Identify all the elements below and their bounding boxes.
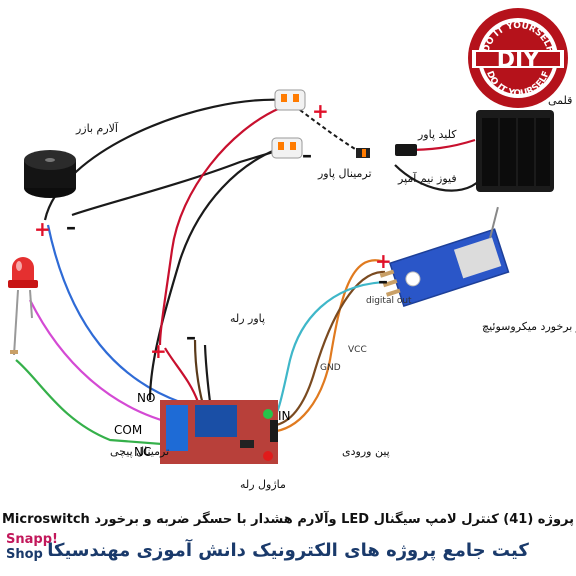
label-relay-module: ماژول رله xyxy=(240,478,286,491)
buzzer xyxy=(24,150,76,198)
battery-holder xyxy=(476,110,554,192)
wire-twisted-fuse xyxy=(299,109,361,153)
microswitch-module xyxy=(379,206,510,307)
sign-minus-sensor: – xyxy=(378,269,388,293)
label-fuse: فیوز نیم آمپر xyxy=(397,171,457,185)
relay-module xyxy=(160,400,278,464)
snapp-shop-logo: Snapp! Shop xyxy=(6,532,58,562)
label-power-terminal: ترمینال پاور xyxy=(317,167,372,180)
sign-plus-relay: + xyxy=(150,339,167,363)
label-digital-out: digital out xyxy=(366,296,412,306)
label-power-key: کلید پاور xyxy=(417,128,457,141)
diy-text: DIY xyxy=(497,48,540,73)
shop-logo-line2: Shop xyxy=(6,547,43,562)
diy-badge: DIY DO IT YOURSELF DO IT YOURSELF xyxy=(468,8,568,108)
label-no: NO xyxy=(137,391,155,405)
label-gnd: GND xyxy=(320,363,341,373)
label-com: COM xyxy=(114,423,142,437)
wire-brown-gnd xyxy=(269,270,386,428)
label-buzzer: آلارم بازر xyxy=(75,121,119,135)
sign-plus-terminal: + xyxy=(312,99,329,123)
label-input-pin: پین ورودی xyxy=(342,445,390,458)
label-battery: باتری قلمی xyxy=(548,94,576,107)
wire-red-relay xyxy=(158,106,281,346)
label-in: IN xyxy=(278,409,291,423)
wire-orange-vcc xyxy=(269,259,386,434)
wire-green-nc xyxy=(15,359,176,447)
label-vcc: VCC xyxy=(348,345,367,355)
wire-blue-no xyxy=(46,224,181,404)
sign-minus-terminal: – xyxy=(302,143,312,167)
wire-relay-power-black xyxy=(203,344,212,403)
caption-subtitle: کیت جامع پروژه های الکترونیک دانش آموزی … xyxy=(47,540,529,561)
terminal-bottom xyxy=(271,137,303,159)
wire-battery-black xyxy=(394,164,481,192)
sign-minus-relay: – xyxy=(186,325,196,349)
label-microswitch-module: ماژول ضربه و برخورد میکروسوئیچ xyxy=(482,320,576,333)
power-switch xyxy=(395,144,417,156)
fuse xyxy=(356,148,370,158)
shop-logo-line1: Snapp! xyxy=(6,532,58,547)
wire-buzzer-minus xyxy=(71,148,281,217)
sign-minus-buzzer: – xyxy=(66,215,76,239)
label-nc: NC xyxy=(134,445,151,459)
terminal-top xyxy=(274,89,306,111)
label-screw-terminal: ترمینال پیچی xyxy=(110,445,169,458)
caption-title: پروژه (41) کنترل لامپ سیگنال LED وآلارم … xyxy=(1,512,575,527)
wire-relay-power-red xyxy=(164,347,200,403)
sign-plus-sensor: + xyxy=(375,249,392,273)
label-relay-power: پاور رله xyxy=(230,312,265,325)
wire-magenta-com xyxy=(29,299,181,427)
led-lamp xyxy=(8,257,38,356)
wire-black-relay xyxy=(148,148,276,401)
sign-plus-buzzer: + xyxy=(34,217,51,241)
